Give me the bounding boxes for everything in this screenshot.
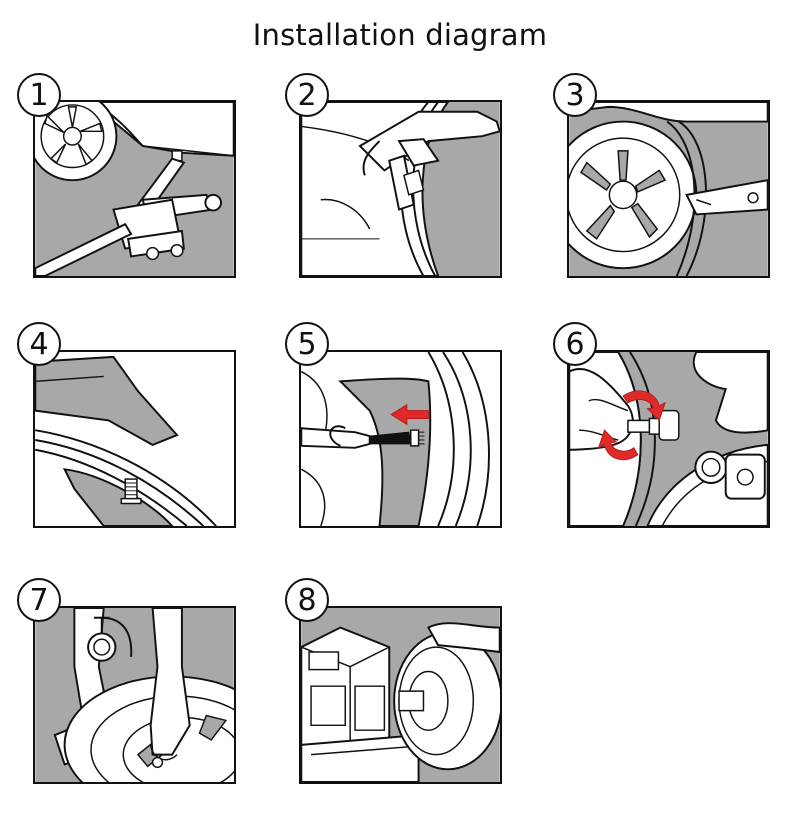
sensor-install-svg xyxy=(569,352,768,526)
car-jack-lift-svg xyxy=(35,102,234,276)
step-number-badge: 3 xyxy=(553,73,597,117)
car-jack-lift-illustration xyxy=(33,100,236,278)
valve-stem-illustration xyxy=(33,350,236,528)
install-sensor-screw-illustration xyxy=(567,350,770,528)
step-number-badge: 4 xyxy=(17,322,61,366)
tire-balancing-illustration xyxy=(299,606,502,784)
tire-lever-svg xyxy=(301,102,500,276)
tire-inflate-illustration xyxy=(33,606,236,784)
wheel-removal-svg xyxy=(569,102,768,276)
step-number-badge: 2 xyxy=(285,73,329,117)
step-number-badge: 1 xyxy=(17,73,61,117)
pliers-svg xyxy=(301,352,500,526)
balancing-svg xyxy=(301,608,500,782)
step-number-badge: 5 xyxy=(285,322,329,366)
inflate-svg xyxy=(35,608,234,782)
step-number-badge: 6 xyxy=(553,322,597,366)
rotate-arrow-top xyxy=(622,390,666,422)
pliers-remove-valve-illustration xyxy=(299,350,502,528)
rotate-arrow-bottom xyxy=(597,429,639,461)
tire-lever-removal-illustration xyxy=(299,100,502,278)
wheel-removal-illustration xyxy=(567,100,770,278)
direction-arrow xyxy=(390,403,429,426)
step-number-badge: 8 xyxy=(285,578,329,622)
step-number-badge: 7 xyxy=(17,578,61,622)
page-title: Installation diagram xyxy=(252,18,548,52)
valve-stem-svg xyxy=(35,352,234,526)
